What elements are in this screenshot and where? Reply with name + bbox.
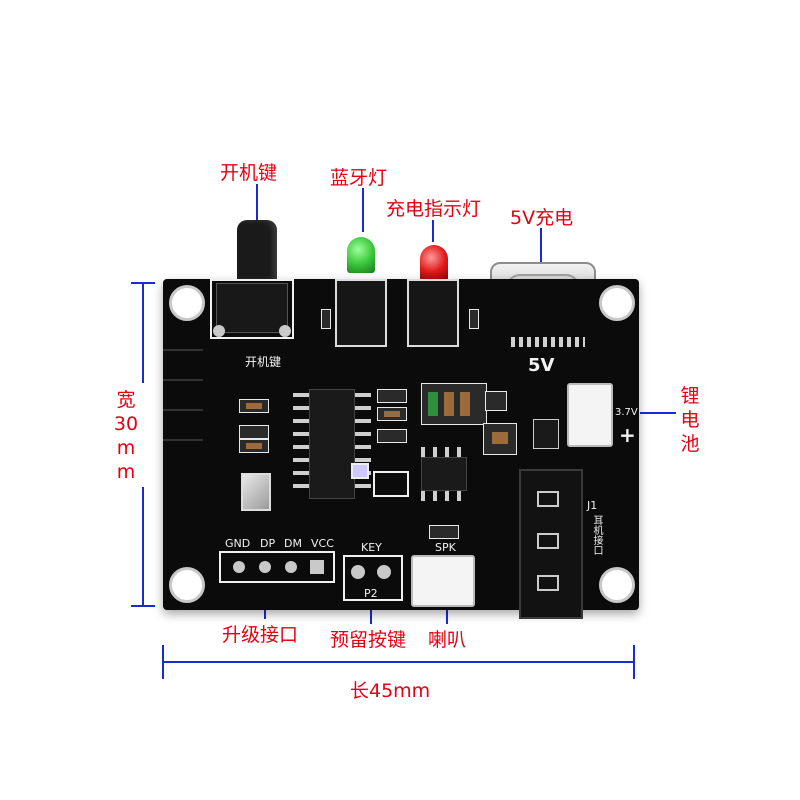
power-switch-footprint — [210, 279, 294, 339]
battery-connector[interactable] — [567, 383, 613, 447]
speaker-connector[interactable] — [411, 555, 475, 607]
silk-power-key: 开机键 — [245, 355, 282, 369]
silk-plus: + — [619, 423, 636, 447]
leader-charge-led — [432, 220, 434, 242]
label-5v-charge: 5V充电 — [510, 207, 574, 229]
silk-gnd: GND — [225, 537, 251, 550]
width-label: 宽 30 m m — [106, 388, 146, 484]
reserved-key-footprint[interactable] — [343, 555, 403, 601]
width-label-2: 30 — [113, 413, 139, 435]
silk-jack-text: 耳机接口 — [591, 515, 602, 555]
label-reserved-key: 预留按键 — [330, 629, 407, 651]
silk-dm: DM — [284, 537, 302, 550]
label-bt-led: 蓝牙灯 — [330, 167, 388, 189]
silk-p2: P2 — [364, 587, 378, 600]
crystal — [241, 473, 271, 511]
label-battery-char-3: 池 — [680, 433, 700, 455]
leader-power-key — [256, 184, 258, 222]
label-speaker: 喇叭 — [428, 629, 467, 651]
length-right-tick — [633, 645, 635, 679]
length-line — [163, 661, 634, 663]
silk-vcc: VCC — [311, 537, 334, 550]
label-power-key: 开机键 — [220, 162, 278, 184]
label-battery-char-1: 锂 — [680, 385, 700, 407]
silk-dp: DP — [260, 537, 276, 550]
main-ic — [309, 389, 355, 499]
mount-hole-tr — [599, 285, 635, 321]
headphone-jack[interactable] — [519, 469, 583, 619]
width-label-4: m — [116, 461, 136, 483]
label-upgrade-port: 升级接口 — [222, 624, 299, 646]
leader-5v — [540, 228, 542, 262]
width-line-upper — [142, 283, 144, 383]
width-line-lower — [142, 487, 144, 606]
width-bottom-tick — [131, 605, 155, 607]
width-label-1: 宽 — [116, 389, 136, 411]
mount-hole-bl — [169, 567, 205, 603]
silk-battery-v: 3.7V — [615, 407, 638, 418]
silk-spk: SPK — [435, 541, 456, 554]
length-label: 长45mm — [350, 680, 431, 702]
pcb-board: 开机键 5V 3.7V + J1 耳机接口 GND DP — [163, 279, 639, 619]
label-charge-led: 充电指示灯 — [386, 198, 482, 220]
amp-ic — [421, 457, 467, 491]
silk-j1: J1 — [587, 499, 598, 512]
silk-key: KEY — [361, 541, 382, 554]
label-battery-char-2: 电 — [680, 409, 700, 431]
charge-led-socket — [407, 279, 459, 347]
charge-led — [420, 245, 448, 281]
leader-spk — [446, 606, 448, 624]
leader-bt-led — [362, 188, 364, 232]
mount-hole-br — [599, 567, 635, 603]
usb-c-pads — [511, 337, 585, 347]
power-switch-body[interactable] — [216, 283, 288, 333]
leader-key — [370, 600, 372, 624]
mount-hole-tl — [169, 285, 205, 321]
power-key-cap[interactable] — [237, 220, 277, 280]
upgrade-header[interactable] — [219, 551, 335, 583]
label-battery: 锂 电 池 — [679, 384, 701, 456]
bt-led-socket — [335, 279, 387, 347]
leader-battery — [640, 412, 676, 414]
width-label-3: m — [116, 437, 136, 459]
bt-led — [347, 237, 375, 273]
silk-5v: 5V — [528, 355, 555, 376]
